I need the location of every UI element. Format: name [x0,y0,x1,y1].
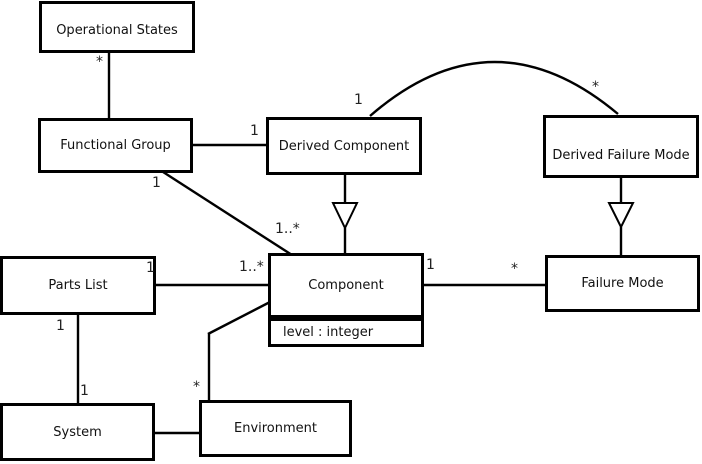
class-system[interactable]: System [0,403,155,461]
class-derived-component[interactable]: Derived Component [266,117,422,175]
edge-environment-component-diagonal [207,300,271,336]
class-functional-group[interactable]: Functional Group [38,118,193,173]
class-derived-failure-mode[interactable]: Derived Failure Mode [543,115,699,178]
multiplicity-component-to-failure-mode-target: * [511,261,518,277]
multiplicity-arc-derived-component-end: 1 [354,92,363,108]
class-name: Derived Failure Mode [552,147,690,163]
multiplicity-derived-component-from-fgroup: 1 [250,123,259,139]
generalization-triangle-component-icon [331,202,359,231]
multiplicity-parts-list-to-system-source: 1 [56,318,65,334]
class-failure-mode[interactable]: Failure Mode [545,255,700,312]
class-name: Failure Mode [581,276,664,291]
edge-derived-component-derived-failure-mode-arc [369,60,619,117]
generalization-triangle-failure-mode-icon [607,202,635,230]
multiplicity-fgroup-to-component-source: 1 [152,175,161,191]
class-name: Derived Component [278,138,410,154]
class-attribute: level : integer [283,325,374,340]
multiplicity-fgroup-to-component-target: 1..* [275,221,300,237]
class-name: Parts List [48,278,108,293]
multiplicity-operational-states: * [96,54,103,70]
multiplicity-arc-derived-failure-mode-end: * [592,79,599,95]
class-operational-states[interactable]: Operational States [39,1,195,53]
class-component[interactable]: Component [268,253,424,318]
multiplicity-parts-list-to-system-target: 1 [80,383,89,399]
class-name: Operational States [56,22,178,38]
class-name: Environment [233,421,317,436]
class-name: System [53,424,102,440]
multiplicity-environment-to-component: * [193,379,200,395]
class-environment[interactable]: Environment [199,400,352,457]
class-parts-list[interactable]: Parts List [0,256,156,315]
class-name: Functional Group [60,138,171,153]
multiplicity-parts-list-to-component-source: 1 [146,260,155,276]
multiplicity-parts-list-to-component-target: 1..* [239,259,264,275]
multiplicity-component-to-failure-mode-source: 1 [426,257,435,273]
class-name: Component [308,278,384,293]
class-component-attributes[interactable]: level : integer [268,318,424,347]
edge-functional-group-component [159,168,293,257]
